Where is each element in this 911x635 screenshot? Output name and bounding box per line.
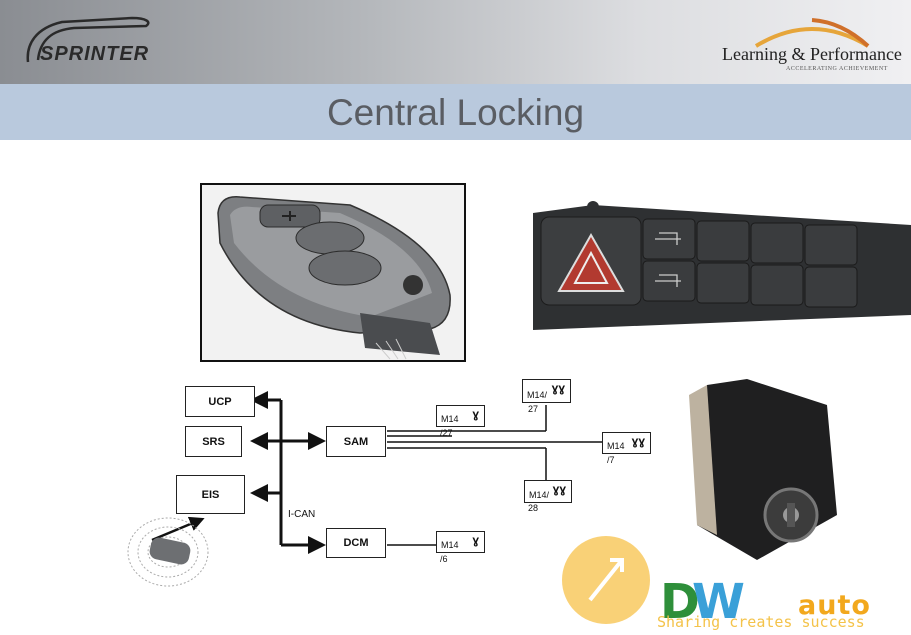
brand-name: SPRINTER (40, 43, 150, 65)
motor-label: M14 (607, 441, 625, 451)
partner-title: Learning & Performance (722, 44, 902, 64)
watermark-logo-icon: D W (562, 536, 745, 630)
sam-module: SAM (326, 426, 386, 457)
bus-label: I-CAN (288, 509, 316, 520)
motor-box: M14/ ɣɣ (522, 379, 571, 403)
door-lock-icon: ɣɣ (551, 381, 565, 395)
door-lock-icon: ɣɣ (552, 482, 566, 496)
motor-sub-label: 28 (528, 503, 539, 513)
partner-logo-icon (754, 18, 870, 48)
motor-sub-label: 27 (528, 404, 539, 414)
watermark-slogan: Sharing creates success (657, 613, 865, 631)
motor-box: M14 ɣ (436, 531, 485, 553)
motor-box: M14 ɣɣ (602, 432, 651, 454)
motor-box: M14 ɣ (436, 405, 485, 427)
remote-transmitter-icon (127, 517, 209, 587)
srs-module: SRS (185, 426, 242, 457)
motor-sub-label: /6 (440, 554, 448, 564)
svg-text:W: W (692, 574, 745, 630)
ignition-switch-image (689, 379, 837, 560)
dcm-module: DCM (326, 528, 386, 558)
header-bar: SPRINTER Learning & Performance ACCELERA… (0, 0, 911, 84)
motor-label: M14 (441, 540, 459, 550)
key-fob-image (200, 183, 466, 362)
motor-label: M14 (441, 414, 459, 424)
van-logo-icon (26, 16, 150, 63)
motor-sub-label: /7 (607, 455, 615, 465)
motor-box: M14/ ɣɣ (524, 480, 572, 503)
watermark-brand: auto (798, 590, 871, 621)
door-lock-icon: ɣɣ (631, 434, 645, 448)
partner-tagline: ACCELERATING ACHIEVEMENT (786, 66, 888, 72)
title-band (0, 84, 911, 140)
door-lock-icon: ɣ (472, 407, 479, 421)
dashboard-switch-image (533, 201, 911, 330)
eis-module: EIS (176, 475, 245, 514)
svg-text:D: D (660, 574, 700, 630)
motor-label: M14/ (529, 490, 550, 500)
ucp-module: UCP (185, 386, 255, 417)
page-title: Central Locking (326, 92, 585, 133)
motor-label: M14/ (527, 390, 548, 400)
motor-sub-label: /27 (440, 428, 453, 438)
door-lock-icon: ɣ (472, 533, 479, 547)
